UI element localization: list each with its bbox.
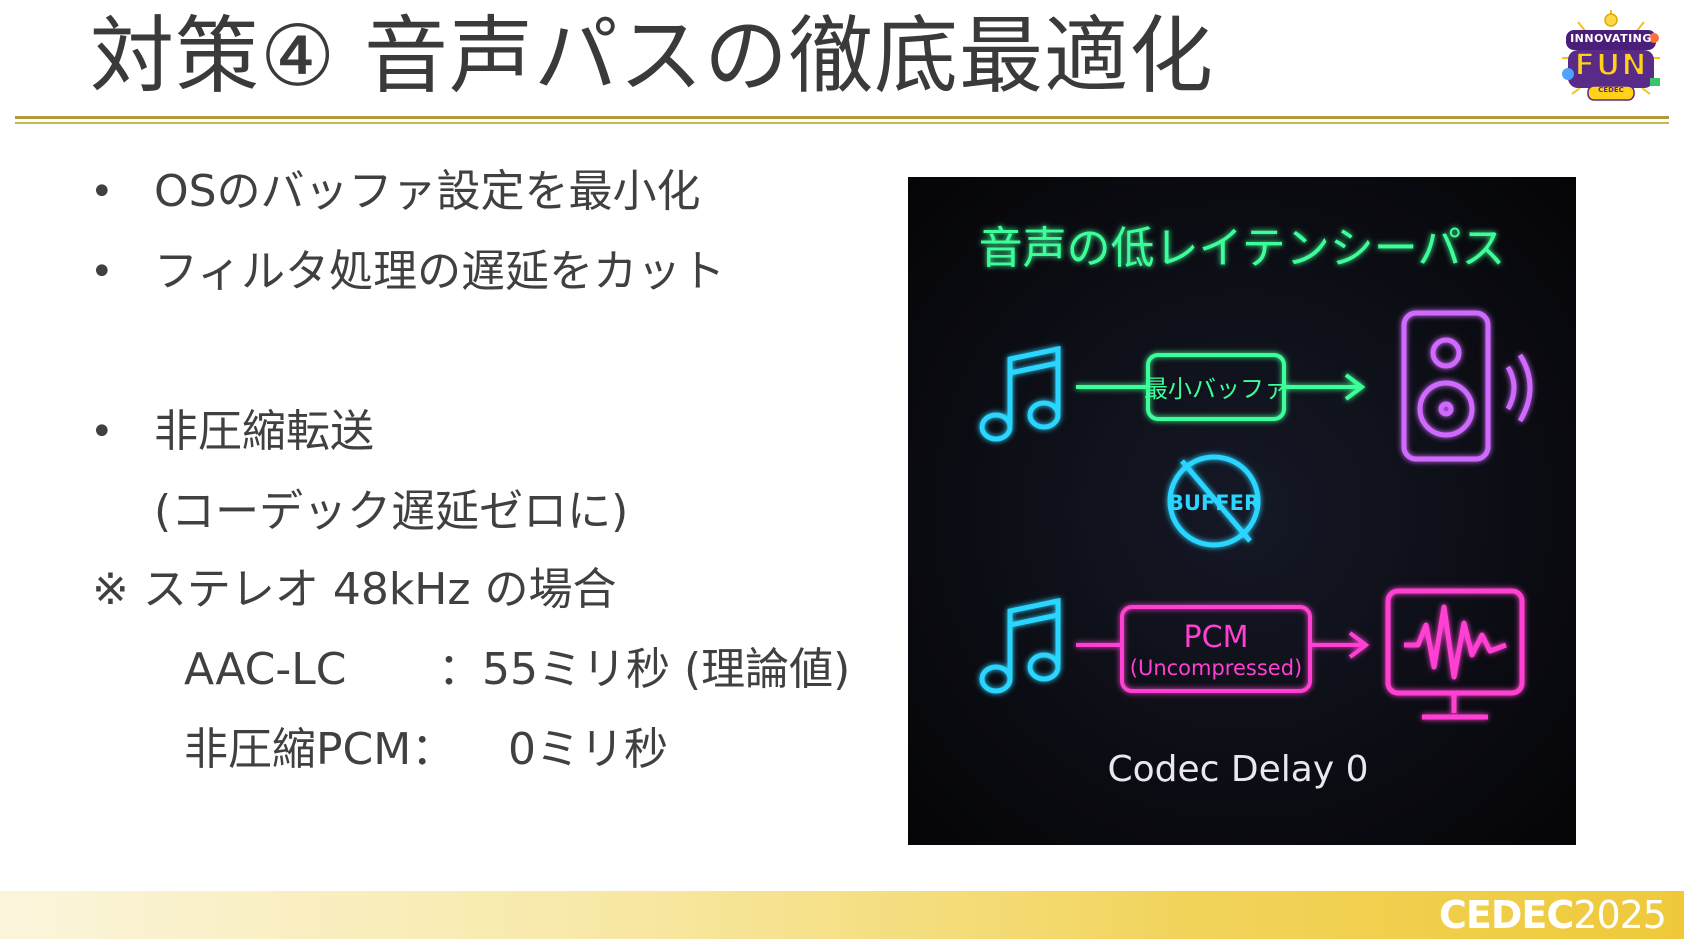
bullet-marker: • <box>90 249 114 295</box>
speaker-icon <box>1401 310 1533 462</box>
title-divider-thin <box>15 122 1669 124</box>
innovating-fun-logo <box>1562 10 1660 101</box>
pcm-box-sublabel: (Uncompressed) <box>1130 656 1302 680</box>
pcm-label: 非圧縮PCM： <box>184 724 456 775</box>
cedec-logo: CEDEC2025 <box>1439 893 1667 937</box>
bullet-item-uncompressed: 非圧縮転送 <box>154 406 374 457</box>
music-note-icon <box>979 597 1061 694</box>
bullet-item-uncompressed-note: (コーデック遅延ゼロに) <box>154 486 629 537</box>
cedec-logo-year: 2025 <box>1573 893 1667 937</box>
bullet-marker: • <box>90 169 114 215</box>
pcm-value: 0ミリ秒 <box>508 724 668 775</box>
buffer-badge-label: BUFFER <box>1168 491 1260 515</box>
aac-value: ：55ミリ秒 (理論値) <box>438 644 851 695</box>
bullet-item-os-buffer: OSのバッファ設定を最小化 <box>154 166 701 217</box>
slide-title: 対策④ 音声パスの徹底最適化 <box>90 7 1215 105</box>
latency-path-illustration: 音声の低レイテンシーパス 最小バッファ <box>908 177 1576 845</box>
bullet-item-filter-delay: フィルタ処理の遅延をカット <box>154 246 726 297</box>
bottom-arrow <box>1076 605 1370 693</box>
pcm-box-label: PCM <box>1184 620 1249 655</box>
footer-bar: CEDEC2025 <box>0 891 1684 939</box>
logo-sub-text: CEDEC <box>1598 86 1624 94</box>
cedec-logo-brand: CEDEC <box>1439 893 1574 937</box>
no-buffer-icon <box>1167 454 1261 548</box>
stereo-note: ※ ステレオ 48kHz の場合 <box>92 564 617 615</box>
min-buffer-box-label: 最小バッファ <box>1144 375 1288 403</box>
monitor-waveform-icon <box>1385 588 1525 720</box>
title-divider <box>15 116 1669 119</box>
illustration-heading: 音声の低レイテンシーパス <box>979 223 1506 274</box>
top-arrow <box>1076 353 1366 421</box>
codec-delay-caption: Codec Delay 0 <box>1108 749 1369 790</box>
music-note-icon <box>979 345 1061 442</box>
logo-top-text: INNOVATING <box>1570 32 1652 45</box>
aac-label: AAC-LC <box>184 644 347 695</box>
logo-main-text: FUN <box>1574 47 1648 84</box>
illustration-canvas: 音声の低レイテンシーパス 最小バッファ <box>908 177 1576 845</box>
bullet-marker: • <box>90 409 114 455</box>
